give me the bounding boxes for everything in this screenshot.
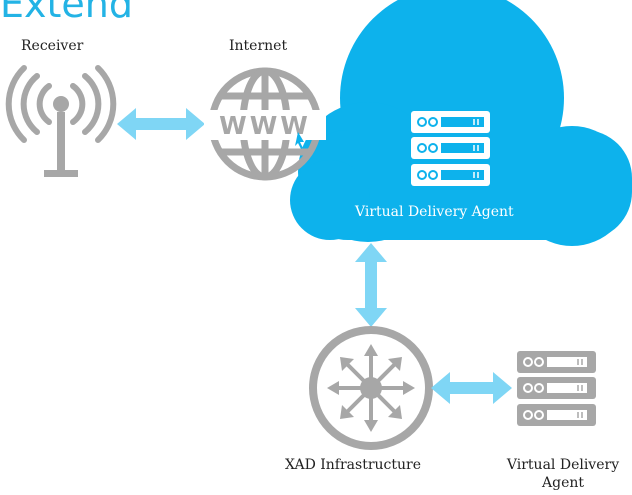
cloud-server-rack-icon <box>411 111 490 186</box>
bidirectional-arrow-cloud-xad <box>355 243 387 327</box>
server-unit <box>411 137 490 159</box>
server-unit <box>517 351 596 373</box>
onprem-server-rack-icon <box>517 351 596 426</box>
onprem-vda-label: Virtual Delivery Agent <box>506 457 620 491</box>
server-unit <box>517 377 596 399</box>
xad-infrastructure-label: XAD Infrastructure <box>285 457 422 473</box>
hub-wheel-icon <box>309 326 433 450</box>
cloud-vda-label: Virtual Delivery Agent <box>355 204 514 220</box>
server-unit <box>517 404 596 426</box>
bidirectional-arrow-xad-vda <box>431 372 512 404</box>
cloud-shape <box>290 0 632 246</box>
bidirectional-arrow-receiver-internet <box>117 108 205 140</box>
server-unit <box>411 111 490 133</box>
antenna-signal-icon <box>5 65 117 177</box>
svg-text:WWW: WWW <box>219 111 311 140</box>
receiver-label: Receiver <box>21 38 84 54</box>
diagram-title: Extend <box>0 0 133 26</box>
www-globe-icon: WWW <box>204 67 326 181</box>
server-unit <box>411 164 490 186</box>
internet-label: Internet <box>229 38 288 54</box>
